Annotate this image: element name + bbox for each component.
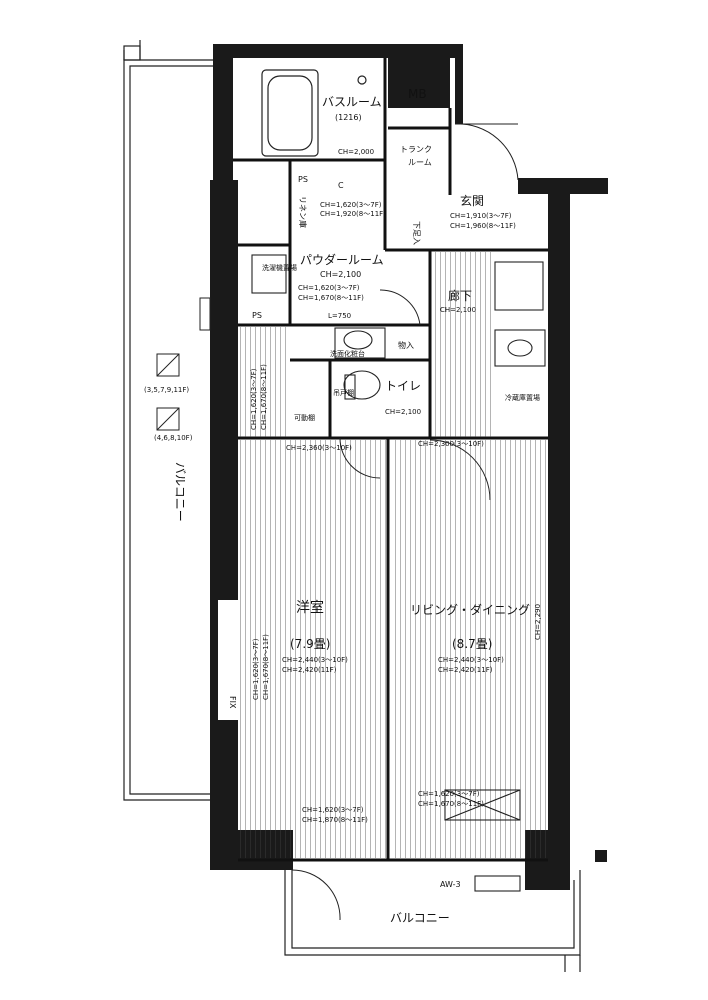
living-room-ch2: CH=2,420(11F) bbox=[438, 666, 493, 674]
door-swings bbox=[291, 123, 519, 921]
side-balcony-note2: (4,6,8,10F) bbox=[154, 434, 193, 442]
shoe-box-label: 下足入 bbox=[412, 221, 421, 245]
western-room-size: (7.9畳) bbox=[290, 637, 330, 651]
liv-low-ch2: CH=1,670(8〜11F) bbox=[418, 800, 484, 808]
powder-room-l: L=750 bbox=[328, 312, 351, 320]
bathroom-size: (1216) bbox=[335, 113, 362, 122]
powder-room-ch: CH=2,100 bbox=[320, 270, 361, 279]
side-balcony-name: バルコニー bbox=[173, 462, 187, 522]
window-ch2: CH=1,870(8〜11F) bbox=[302, 816, 368, 824]
powder-room-ch1: CH=1,620(3〜7F) bbox=[298, 284, 360, 292]
liv-low-ch1: CH=1,620(3〜7F) bbox=[418, 790, 480, 798]
living-room-floor bbox=[392, 440, 546, 858]
laundry-label: 洗濯機置場 bbox=[262, 263, 297, 272]
storage-label: 物入 bbox=[398, 340, 414, 350]
trunk-room-line2: ルーム bbox=[408, 158, 432, 167]
hall-floor-upper bbox=[240, 327, 290, 437]
linen-ch2: CH=1,920(8〜11F) bbox=[320, 210, 386, 218]
western-room-floor bbox=[240, 440, 386, 858]
c-mark: C bbox=[338, 181, 344, 190]
fridge-label: 冷蔵庫置場 bbox=[505, 393, 540, 402]
bathroom-name: バスルーム bbox=[322, 95, 382, 109]
west-wall-ch1: CH=1,620(3〜7F) bbox=[250, 368, 258, 430]
living-room-size: (8.7畳) bbox=[452, 637, 492, 651]
living-room-name: リビング・ダイニング bbox=[410, 602, 530, 617]
toilet-ch: CH=2,100 bbox=[385, 408, 421, 416]
side-balcony-note1: (3,5,7,9,11F) bbox=[144, 386, 189, 394]
side-balcony bbox=[123, 40, 213, 801]
cupboard-label: 吊戸棚 bbox=[333, 388, 354, 397]
bottom-balcony bbox=[284, 870, 581, 972]
bathtub bbox=[261, 69, 367, 157]
ch-2360-left: CH=2,360(3〜10F) bbox=[286, 444, 352, 452]
powder-room-name: パウダールーム bbox=[300, 252, 384, 267]
aw-label: AW-3 bbox=[440, 880, 461, 889]
ps-mid-label: PS bbox=[252, 311, 262, 320]
bottom-balcony-name: バルコニー bbox=[390, 911, 450, 925]
living-room-ch1: CH=2,440(3〜10F) bbox=[438, 656, 504, 664]
linen-ch1: CH=1,620(3〜7F) bbox=[320, 201, 382, 209]
ps-top-label: PS bbox=[298, 175, 308, 184]
mb-label: MB bbox=[408, 87, 427, 101]
window-ch1: CH=1,620(3〜7F) bbox=[302, 806, 364, 814]
west-low-ch1: CH=1,620(3〜7F) bbox=[252, 638, 260, 700]
movable-shelf-label: 可動棚 bbox=[294, 413, 315, 422]
hall-ch: CH=2,100 bbox=[440, 306, 476, 314]
ch-2300-right: CH=2,300(3〜10F) bbox=[418, 440, 484, 448]
bathroom-ch: CH=2,000 bbox=[338, 148, 374, 156]
entrance-name: 玄関 bbox=[460, 193, 484, 208]
entrance-ch2: CH=1,960(8〜11F) bbox=[450, 222, 516, 230]
west-low-ch2: CH=1,670(8〜11F) bbox=[262, 634, 270, 700]
west-wall-ch2: CH=1,670(8〜11F) bbox=[260, 364, 268, 430]
western-room-ch2: CH=2,420(11F) bbox=[282, 666, 337, 674]
fixtures bbox=[251, 254, 546, 892]
washbasin-label: 洗面化粧台 bbox=[330, 349, 365, 358]
entrance-ch1: CH=1,910(3〜7F) bbox=[450, 212, 512, 220]
powder-room-ch2: CH=1,670(8〜11F) bbox=[298, 294, 364, 302]
fix-label: FIX bbox=[228, 696, 237, 709]
western-room-ch1: CH=2,440(3〜10F) bbox=[282, 656, 348, 664]
interior-walls bbox=[233, 58, 548, 862]
hall-name: 廊下 bbox=[448, 288, 472, 303]
trunk-room-line1: トランク bbox=[400, 145, 432, 154]
toilet-name: トイレ bbox=[385, 379, 421, 393]
western-room-name: 洋室 bbox=[296, 599, 324, 616]
linen-label: リネン庫 bbox=[298, 196, 308, 228]
side-balcony-symbols bbox=[156, 297, 211, 431]
hall-floor-right bbox=[432, 252, 492, 437]
ch-2290: CH=2,290 bbox=[534, 604, 542, 640]
